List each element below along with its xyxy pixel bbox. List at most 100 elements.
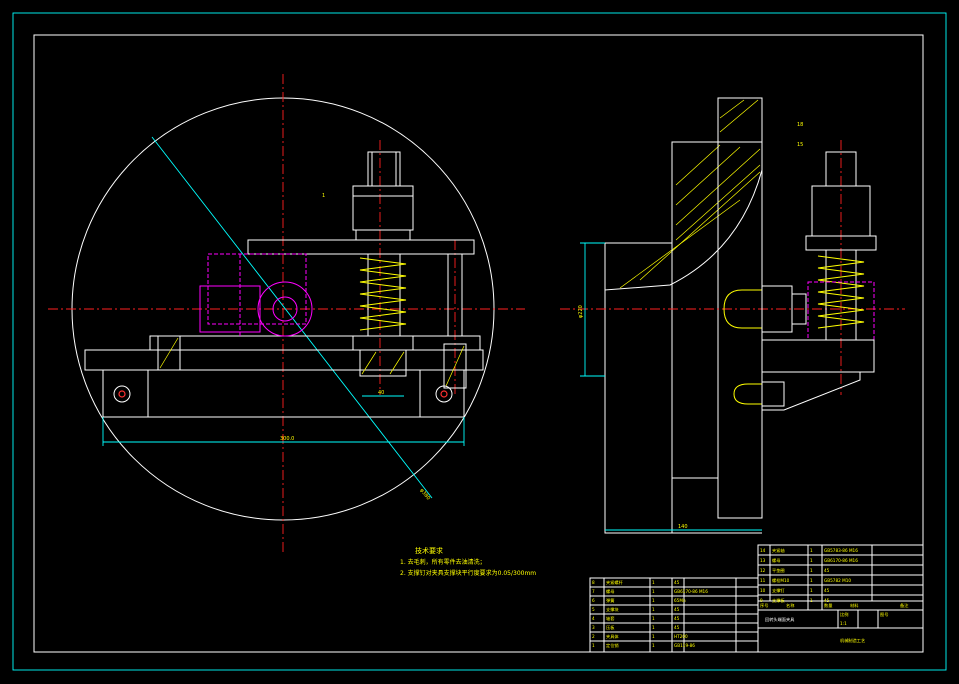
parts-table-right-cell: 45: [824, 568, 830, 573]
title-block-header: 序号 名称 数量 材料 备注: [760, 602, 909, 609]
top-mark-label: 1: [322, 193, 325, 199]
technical-notes: 技术要求 1. 去毛刺，所有零件去油清洗； 2. 支撑钉对夹具支撑块平行度要求为…: [400, 546, 536, 577]
title-block-header-cell: 备注: [900, 602, 909, 609]
right-mark-a: 18: [797, 122, 803, 128]
parts-table-right-cell: 9: [760, 598, 763, 603]
base-plate: [84, 349, 484, 371]
pin-hatch: [445, 345, 465, 387]
parts-table-right-cell: 支撑钉: [772, 587, 785, 594]
parts-table-cell: 8: [592, 580, 595, 585]
pressure-plate: [247, 239, 475, 255]
left-pin-hole: [113, 385, 131, 403]
parts-table-right-cell: 13: [760, 558, 766, 563]
scale-value: 1:1: [840, 621, 847, 626]
notes-title: 技术要求: [415, 546, 443, 555]
right-pin-hole: [435, 385, 453, 403]
parts-table-right-cell: 1: [810, 568, 813, 573]
length-dimension: 300.0: [280, 436, 294, 442]
support-pin: [447, 253, 463, 337]
locating-screw: [157, 335, 181, 371]
clamp-washer-side: [791, 293, 807, 325]
parts-table-cell: 45: [674, 625, 680, 630]
parts-table-right-cell: 夹紧轴: [772, 547, 785, 554]
parts-table-right-cell: 14: [760, 548, 766, 553]
parts-table-right-cell: 10: [760, 588, 766, 593]
parts-table-right-cell: 1: [810, 578, 813, 583]
title-block-header-cell: 材料: [850, 602, 859, 609]
rotary-head-body: [604, 242, 673, 534]
parts-table-right-cell: 支撑板: [772, 597, 785, 604]
bolt-top: [367, 151, 401, 187]
fixture-body: [102, 369, 465, 418]
title-block-header-cell: 名称: [786, 602, 794, 609]
diagonal-dimension-line: [151, 136, 433, 499]
title-block-header-cell: 数量: [824, 602, 832, 609]
scale-label: 比例: [840, 611, 848, 618]
right-pin-hole-inner: [440, 390, 448, 398]
parts-table-right-cell: 45: [824, 588, 830, 593]
parts-table-cell: 1: [652, 598, 655, 603]
fixture-side-plate: [717, 141, 763, 519]
hidden-workpiece-block: [207, 253, 307, 325]
parts-table-right-cell: 1: [810, 548, 813, 553]
parts-table-cell: 45: [674, 616, 680, 621]
bolt-base-hatch-2: [389, 351, 405, 375]
parts-table-grid: [590, 578, 758, 652]
side-bracket: [762, 371, 861, 411]
parts-table-cell: 夹具体: [606, 633, 619, 640]
parts-table-right-cell: GB5782 M10: [824, 578, 851, 583]
bolt-base: [359, 349, 407, 377]
school-name: 机械制造工艺: [840, 637, 865, 644]
outer-border: [12, 12, 947, 671]
locating-pin-lower: [733, 383, 763, 405]
parts-table-cell: 4: [592, 616, 595, 621]
parts-table-cell: 1: [652, 643, 655, 648]
title-block-grid: [758, 545, 923, 629]
hatched-section: [604, 97, 763, 291]
parts-table-cell: 2: [592, 634, 595, 639]
parts-table-cell: 1: [652, 607, 655, 612]
parts-table-right-cell: 11: [760, 578, 766, 583]
parts-table-cell: 支撑块: [606, 606, 619, 613]
parts-table-cell: 轴套: [606, 615, 615, 622]
support-pin-base: [443, 343, 467, 389]
parts-table-cell: 5: [592, 607, 595, 612]
parts-table-cell: 45: [674, 580, 680, 585]
inner-border: [33, 34, 924, 653]
parts-table-cell: 1: [652, 589, 655, 594]
parts-table-cell: 3: [592, 625, 595, 630]
side-spring: [817, 255, 865, 329]
parts-table-right-cell: 12: [760, 568, 766, 573]
parts-table-cell: 1: [652, 625, 655, 630]
parts-table-cell: 1: [652, 634, 655, 639]
parts-table-right-cell: GB5783-86 M16: [824, 548, 858, 553]
lower-pin-body: [761, 381, 785, 407]
parts-table-right-cell: 1: [810, 598, 813, 603]
washer: [355, 229, 411, 241]
depth-dimension: 140: [678, 524, 688, 530]
hidden-workpiece-boss: [199, 285, 261, 333]
sheet-label: 图号: [880, 612, 888, 618]
support-plate: [149, 335, 481, 351]
spacing-dimension: 40: [378, 390, 384, 396]
notes-line-1: 1. 去毛刺，所有零件去油清洗；: [400, 558, 486, 566]
side-clamp-nut: [811, 185, 871, 237]
parts-table-cell: 弹簧: [606, 597, 614, 604]
parts-table-right-cell: 1: [810, 558, 813, 563]
parts-table-cell: 压板: [606, 624, 615, 631]
parts-table-right-cell: 螺母: [772, 557, 780, 564]
right-mark-b: 15: [797, 142, 803, 148]
parts-table-cell: GB6170-86 M16: [674, 589, 708, 594]
parts-table-cell: 45: [674, 607, 680, 612]
parts-table-cell: 7: [592, 589, 595, 594]
left-pin-hole-inner: [118, 390, 126, 398]
parts-table-right-cell: 螺栓M10: [772, 577, 790, 584]
parts-table-cell: 定位销: [606, 642, 619, 649]
title-block-header-cell: 序号: [760, 602, 768, 609]
parts-table-cell: HT200: [674, 634, 688, 639]
lower-nut: [352, 335, 414, 351]
